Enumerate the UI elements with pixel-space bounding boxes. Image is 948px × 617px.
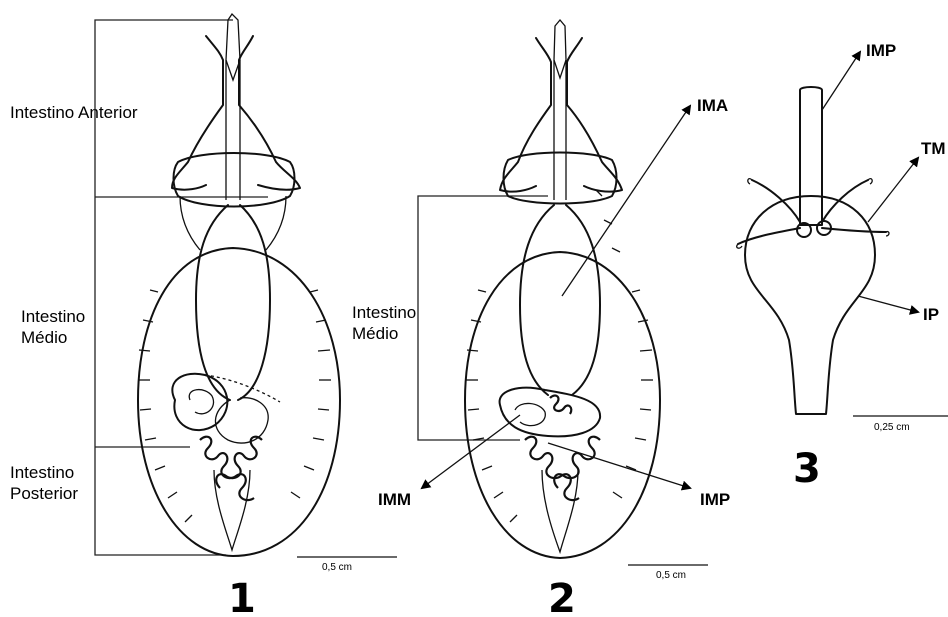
segment-marks-fig1	[138, 290, 331, 522]
scale-label-fig1: 0,5 cm	[322, 562, 352, 573]
arrow-imm	[422, 415, 520, 488]
arrow-ip	[858, 296, 918, 312]
arrow-ima	[562, 106, 690, 296]
figure-number-1: 1	[228, 576, 256, 617]
segment-marks-fig2	[466, 190, 653, 522]
arrow-imp-fig2	[548, 443, 690, 488]
figure-2: IMA IMM IMP 0,5 cm 2	[378, 20, 730, 617]
scale-label-fig3: 0,25 cm	[874, 422, 910, 433]
figure-number-2: 2	[548, 576, 576, 617]
annotation-imp-fig2: IMP	[700, 490, 730, 509]
midgut-tube-fig3	[800, 87, 822, 225]
body-outline-fig1	[138, 248, 340, 556]
body-outline-fig2	[465, 252, 660, 558]
midgut-fig1	[196, 205, 270, 400]
hindgut-coils-fig1	[200, 437, 262, 500]
figure-number-3: 3	[793, 446, 821, 492]
arrow-tm	[868, 158, 918, 222]
annotation-tm: TM	[921, 139, 946, 158]
arrow-imp-fig3	[822, 52, 860, 110]
scale-label-fig2: 0,5 cm	[656, 570, 686, 581]
hindgut-coils-fig2	[525, 437, 600, 500]
foregut-fig1	[172, 36, 300, 190]
malpighian-tubules-fig3	[738, 180, 886, 244]
figure-1: 0,5 cm 1	[95, 14, 397, 617]
foregut-fig2	[500, 38, 622, 192]
annotation-imm: IMM	[378, 490, 411, 509]
annotation-imp-fig3: IMP	[866, 41, 896, 60]
midgut-fig2	[520, 205, 600, 395]
figure-3: IMP TM IP 0,25 cm 3	[737, 41, 948, 492]
annotation-ima: IMA	[697, 96, 728, 115]
annotation-ip: IP	[923, 305, 939, 324]
